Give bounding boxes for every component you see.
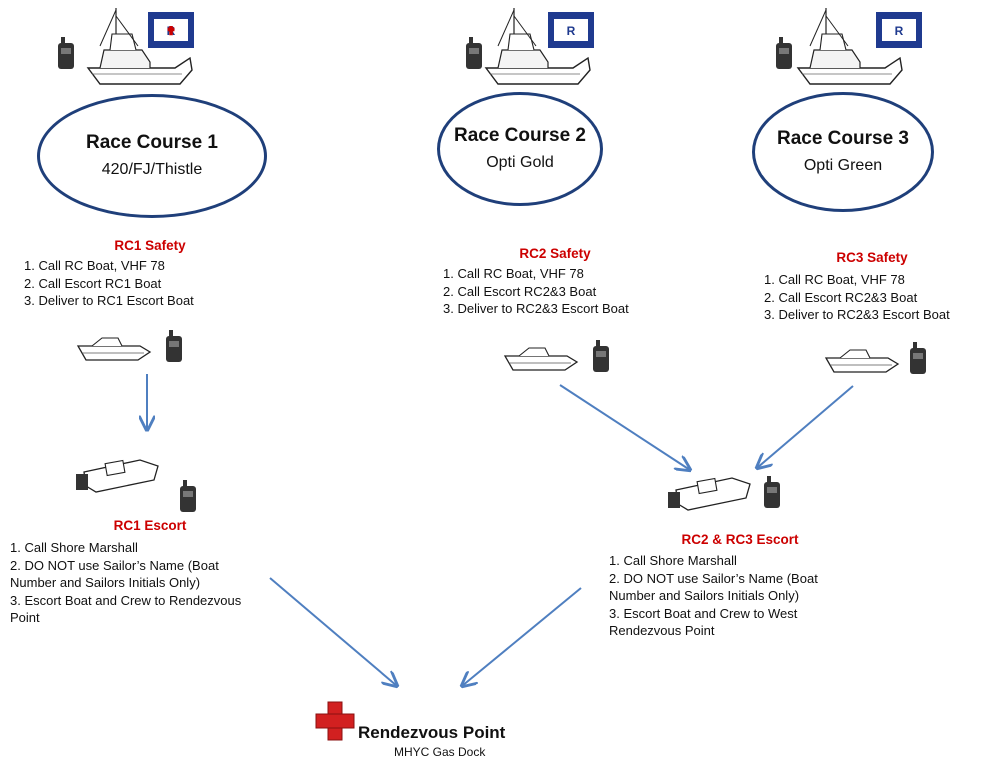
radio-icon [910, 342, 926, 374]
svg-text:R: R [167, 24, 176, 38]
rc1-escort-heading: RC1 Escort [113, 518, 187, 533]
list-item: 1. Call Shore Marshall [609, 553, 737, 568]
list-item: 1. Call RC Boat, VHF 78 [24, 258, 165, 273]
list-item: 2. DO NOT use Sailor’s Name (Boat Number… [609, 570, 818, 604]
safety-boat-icon [76, 337, 152, 361]
arrow-rc23-escort-to-rendezvous [462, 587, 582, 686]
course-subtitle: Opti Gold [486, 154, 554, 171]
list-item: 3. Deliver to RC2&3 Escort Boat [443, 301, 629, 316]
course-subtitle: Opti Green [803, 157, 883, 174]
first-aid-cross-icon [315, 701, 355, 741]
list-item: 2. Call Escort RC2&3 Boat [443, 283, 597, 299]
list-item: 2. Call Escort RC2&3 Boat [764, 289, 918, 305]
rc1-escort-steps: 1. Call Shore Marshall 2. DO NOT use Sai… [10, 539, 262, 627]
arrow-rc2-safety-to-escort [559, 384, 690, 470]
list-item: 1. Call Shore Marshall [10, 540, 138, 555]
list-item: 2. Call Escort RC1 Boat [24, 275, 162, 291]
arrow-rc1-escort-to-rendezvous [269, 577, 397, 686]
safety-boat-icon [503, 347, 579, 371]
radio-icon [58, 37, 74, 69]
rc23-escort-steps: 1. Call Shore Marshall 2. DO NOT use Sai… [609, 552, 865, 640]
rc2-safety-steps: 1. Call RC Boat, VHF 78 2. Call Escort R… [443, 265, 629, 318]
radio-icon [466, 37, 482, 69]
list-item: 3. Deliver to RC1 Escort Boat [24, 293, 194, 308]
svg-text:R: R [895, 24, 904, 38]
escort-boat-icon [76, 459, 159, 493]
race-course-3: Race Course 3 Opti Green [752, 92, 934, 212]
flag-icon: R [876, 12, 922, 48]
race-course-2: Race Course 2 Opti Gold [437, 92, 603, 206]
rendezvous-location: MHYC Gas Dock [394, 745, 486, 759]
course-subtitle: 420/FJ/Thistle [101, 161, 203, 178]
committee-boat-icon [796, 8, 903, 85]
radio-icon [776, 37, 792, 69]
course-title: Race Course 1 [85, 132, 218, 153]
committee-boat-icon [484, 8, 591, 85]
list-item: 1. Call RC Boat, VHF 78 [764, 272, 905, 287]
list-item: 3. Deliver to RC2&3 Escort Boat [764, 307, 950, 322]
radio-icon [180, 480, 196, 512]
rc1-safety-heading: RC1 Safety [114, 238, 186, 253]
arrow-rc3-safety-to-escort [757, 385, 854, 468]
flag-icon: R ✟ [148, 12, 194, 48]
list-item: 3. Escort Boat and Crew to West Rendezvo… [609, 605, 798, 639]
escort-boat-icon [668, 477, 751, 511]
svg-text:R: R [567, 24, 576, 38]
committee-boat-icon [86, 8, 193, 85]
rc23-escort-heading: RC2 & RC3 Escort [681, 532, 799, 547]
rc2-safety-heading: RC2 Safety [519, 246, 591, 261]
radio-icon [764, 476, 780, 508]
safety-boat-icon [824, 349, 900, 373]
rendezvous-title: Rendezvous Point [358, 723, 506, 742]
list-item: 2. DO NOT use Sailor’s Name (Boat Number… [10, 557, 219, 591]
rc3-safety-heading: RC3 Safety [836, 250, 908, 265]
list-item: 3. Escort Boat and Crew to Rendezvous Po… [10, 592, 242, 626]
rc3-safety-steps: 1. Call RC Boat, VHF 78 2. Call Escort R… [764, 271, 950, 324]
radio-icon [166, 330, 182, 362]
svg-text:✟: ✟ [166, 24, 176, 38]
rc1-safety-steps: 1. Call RC Boat, VHF 78 2. Call Escort R… [24, 257, 194, 310]
list-item: 1. Call RC Boat, VHF 78 [443, 266, 584, 281]
course-title: Race Course 3 [776, 128, 909, 149]
flag-icon: R [548, 12, 594, 48]
radio-icon [593, 340, 609, 372]
course-title: Race Course 2 [453, 125, 586, 146]
race-course-1: Race Course 1 420/FJ/Thistle [37, 94, 267, 218]
